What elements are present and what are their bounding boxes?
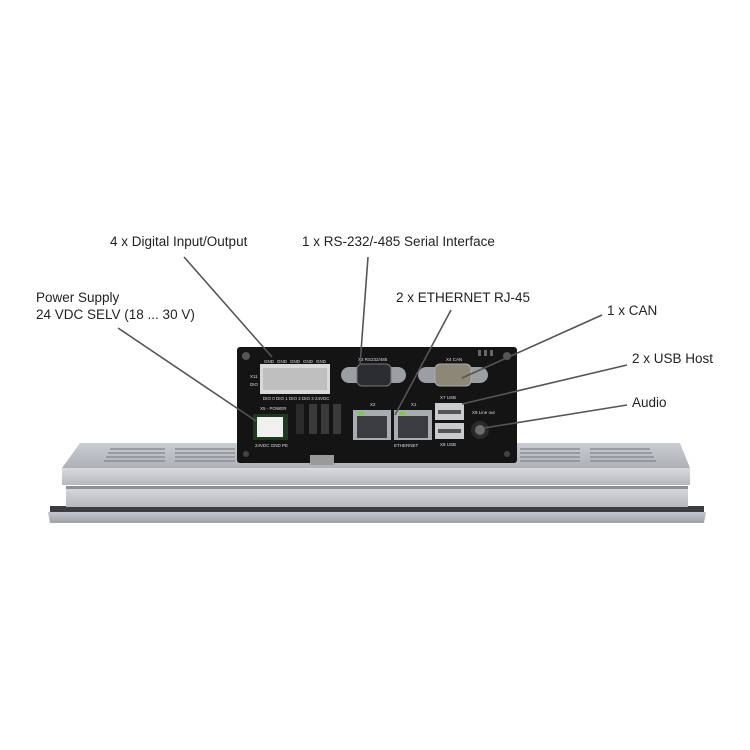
usb-ports: X7 USB X8 USB [435,395,464,447]
leader-lines [117,256,628,429]
power-connector: X5 - POWER 24VDC GND PE [253,406,288,448]
can-db9-port: X4 CAN [418,357,488,387]
callout-digital-io: 4 x Digital Input/Output [110,234,248,249]
svg-text:GND: GND [264,359,275,364]
svg-text:24VDC GND PE: 24VDC GND PE [255,443,288,448]
ethernet-ports: X2 X1 ETHERNET [353,402,432,448]
svg-text:DIO: DIO [250,382,259,387]
svg-text:GND: GND [290,359,301,364]
callout-ethernet: 2 x ETHERNET RJ-45 [396,290,530,305]
callout-power-spec: 24 VDC SELV (18 ... 30 V) [36,307,195,322]
svg-text:ETHERNET: ETHERNET [394,443,419,448]
svg-text:X9 Line out: X9 Line out [472,410,496,415]
svg-text:X3 RS232/485: X3 RS232/485 [358,357,388,362]
serial-db9-port: X3 RS232/485 [341,357,406,387]
svg-text:DIO 0: DIO 0 [263,396,275,401]
svg-text:X5 - POWER: X5 - POWER [260,406,287,411]
callout-usb: 2 x USB Host [632,351,713,366]
svg-text:X4 CAN: X4 CAN [446,357,462,362]
svg-text:X1: X1 [411,402,417,407]
svg-text:GND: GND [316,359,327,364]
svg-text:X8 USB: X8 USB [440,442,456,447]
callout-can: 1 x CAN [607,303,657,318]
audio-jack: X9 Line out [471,410,496,439]
svg-text:X11: X11 [250,374,258,379]
svg-text:DIO 2: DIO 2 [289,396,301,401]
callout-serial: 1 x RS-232/-485 Serial Interface [302,234,495,249]
svg-text:GND: GND [303,359,314,364]
svg-text:DIO 1: DIO 1 [276,396,288,401]
svg-text:X2: X2 [370,402,376,407]
callout-audio: Audio [632,395,667,410]
vent-grille [104,448,656,462]
svg-text:X7 USB: X7 USB [440,395,456,400]
svg-text:24VDC: 24VDC [315,396,330,401]
svg-text:GND: GND [277,359,288,364]
svg-text:DIO 3: DIO 3 [302,396,314,401]
callout-power-title: Power Supply [36,290,120,305]
dio-terminal-block: GND GND GND GND GND X11 DIO DIO 0 DIO 1 … [250,359,330,401]
controller-box: GND GND GND GND GND X11 DIO DIO 0 DIO 1 … [237,347,517,465]
